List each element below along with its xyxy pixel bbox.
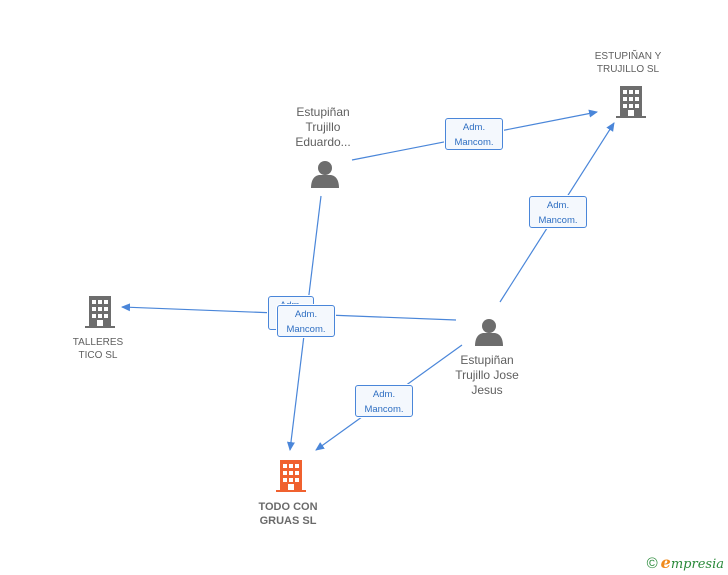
brand-footer: ©empresia [647,553,724,572]
building-icon[interactable] [616,86,646,118]
brand-logo: empresia [661,553,724,572]
copyright-icon: © [646,555,658,572]
node-label-talleres-tico[interactable]: TALLERES TICO SL [72,337,124,361]
node-label-todo-con-gruas[interactable]: TODO CON GRUAS SL [258,501,318,527]
node-label-eduardo[interactable]: Estupiñan Trujillo Eduardo... [295,105,351,149]
relation-label: Adm. Mancom. [445,118,503,150]
person-icon[interactable] [475,319,503,346]
brand-name: mpresia [670,557,724,572]
node-label-estupinan-y-trujillo[interactable]: ESTUPIÑAN Y TRUJILLO SL [594,51,662,75]
brand-initial: e [660,553,671,572]
relation-label: Adm. Mancom. [355,385,413,417]
building-icon[interactable] [85,296,115,328]
node-label-jose-jesus[interactable]: Estupiñan Trujillo Jose Jesus [455,353,519,397]
building-icon[interactable] [276,460,306,492]
person-icon[interactable] [311,161,339,188]
relation-label: Adm. Mancom. [277,305,335,337]
relation-label: Adm. Mancom. [529,196,587,228]
